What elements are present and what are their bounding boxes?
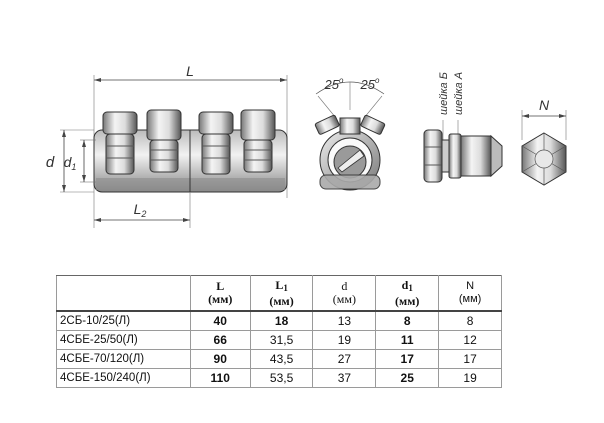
bolt-2	[146, 109, 182, 173]
bolt-3	[198, 111, 234, 175]
cell-d1: 11	[375, 330, 440, 350]
cell-N: 8	[438, 310, 502, 331]
bolt-4	[240, 109, 276, 173]
bolt-view: шейка Б шейка А	[423, 72, 503, 183]
cell-L: 40	[189, 310, 251, 331]
row-name: 4СБЕ-150/240(Л)	[56, 368, 191, 388]
dim-label-N: N	[539, 97, 550, 113]
side-view: 25o 25o	[314, 76, 386, 191]
dim-label-d1-sub: 1	[71, 162, 76, 172]
front-view: L	[46, 63, 288, 228]
header-N: N (мм)	[438, 275, 502, 312]
cell-d1: 8	[375, 310, 440, 331]
cell-N: 17	[438, 349, 502, 369]
cell-d: 19	[312, 330, 377, 350]
cell-N: 12	[438, 330, 502, 350]
cell-d1: 17	[375, 349, 440, 369]
angle-left-label: 25	[324, 77, 340, 92]
table-header-row: L (мм) L1 (мм) d (мм) d1 (мм) N (мм)	[56, 275, 502, 312]
cell-L1: 43,5	[249, 349, 314, 369]
cell-L1: 53,5	[249, 368, 314, 388]
cell-N: 19	[438, 368, 502, 388]
angle-right-label: 25	[360, 77, 376, 92]
dimensions-table: L (мм) L1 (мм) d (мм) d1 (мм) N (мм) 2СБ…	[56, 275, 502, 388]
row-name: 4СБЕ-25/50(Л)	[56, 330, 191, 350]
cell-d: 37	[312, 368, 377, 388]
label-sheika-a: шейка А	[453, 72, 465, 115]
header-L1: L1 (мм)	[249, 275, 314, 312]
cell-d: 13	[312, 310, 377, 331]
table-row: 4СБЕ-70/120(Л) 90 43,5 27 17 17	[56, 349, 502, 369]
cell-L: 66	[189, 330, 251, 350]
dim-label-L: L	[186, 63, 194, 79]
cell-L: 110	[189, 368, 251, 388]
dim-label-L2-sub: 2	[140, 209, 146, 219]
svg-text:25o: 25o	[324, 76, 344, 92]
header-d1: d1 (мм)	[375, 275, 440, 312]
dim-label-d: d	[46, 154, 55, 171]
svg-text:25o: 25o	[360, 76, 380, 92]
bolt-1	[102, 111, 138, 175]
header-L: L (мм)	[189, 275, 251, 312]
table-row: 4СБЕ-25/50(Л) 66 31,5 19 11 12	[56, 330, 502, 350]
table-row: 4СБЕ-150/240(Л) 110 53,5 37 25 19	[56, 368, 502, 388]
cell-L1: 31,5	[249, 330, 314, 350]
technical-drawing: L	[46, 63, 567, 228]
cell-L1: 18	[249, 310, 314, 331]
cell-d: 27	[312, 349, 377, 369]
dim-label-L2: L	[134, 201, 142, 217]
hex-view: N	[521, 97, 567, 186]
header-d: d (мм)	[312, 275, 377, 312]
table-row: 2СБ-10/25(Л) 40 18 13 8 8	[56, 310, 502, 331]
cell-L: 90	[189, 349, 251, 369]
cell-d1: 25	[375, 368, 440, 388]
dim-label-d1: d	[64, 154, 73, 170]
row-name: 2СБ-10/25(Л)	[56, 310, 191, 331]
svg-text:d1: d1	[64, 154, 77, 172]
label-sheika-b: шейка Б	[438, 72, 450, 115]
svg-text:L2: L2	[134, 201, 147, 219]
row-name: 4СБЕ-70/120(Л)	[56, 349, 191, 369]
header-name	[56, 275, 191, 312]
